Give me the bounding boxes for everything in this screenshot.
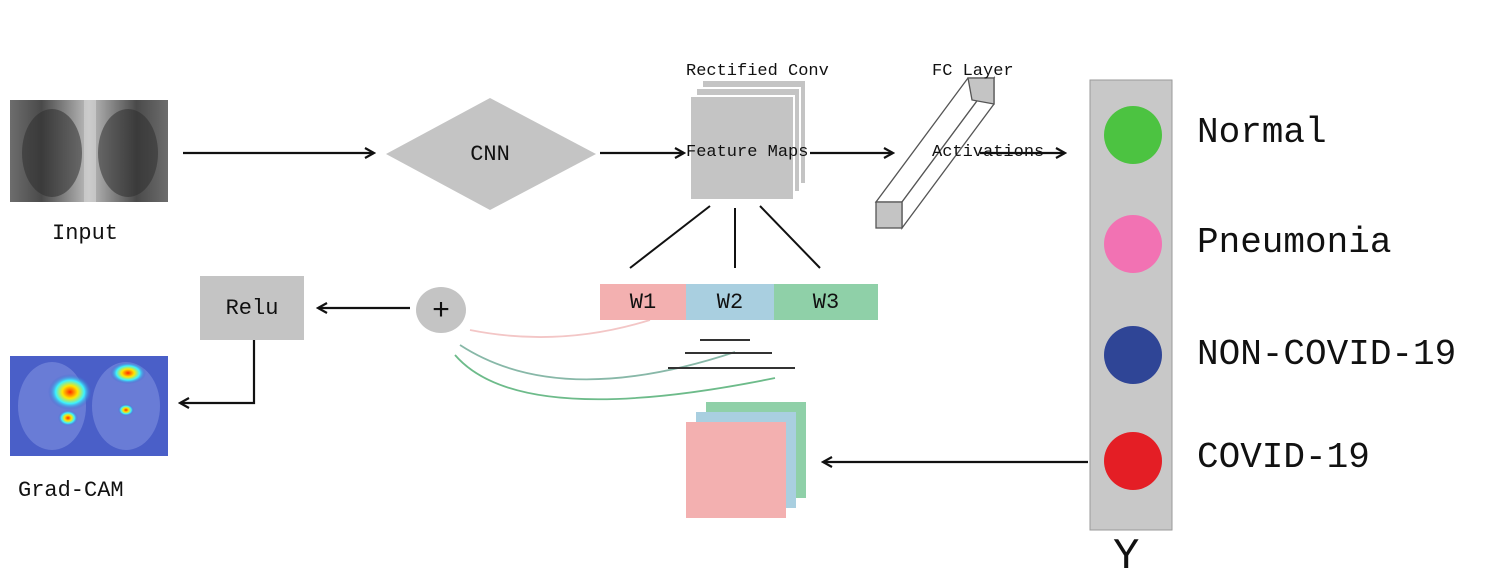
output-y-symbol: Y bbox=[1113, 532, 1140, 582]
weight-w1: W1 bbox=[600, 284, 686, 320]
feature-maps-title-line1: Rectified Conv bbox=[686, 62, 829, 81]
fc-layer-prism bbox=[874, 76, 996, 230]
weighted-sum-curves bbox=[454, 319, 776, 401]
feature-maps-stack bbox=[689, 79, 807, 201]
feature-to-weight-connectors bbox=[629, 205, 821, 269]
fc-layer-title-line1: FC Layer bbox=[932, 62, 1014, 81]
cnn-label: CNN bbox=[470, 141, 510, 167]
class-dot-non-covid-19 bbox=[1104, 326, 1162, 384]
gradcam-heatmap-image bbox=[10, 356, 168, 456]
relu-box: Relu bbox=[200, 276, 304, 340]
feature-maps-title: Rectified Conv Feature Maps bbox=[686, 4, 829, 193]
class-activation-maps-stack bbox=[686, 402, 806, 518]
class-dot-covid-19 bbox=[1104, 432, 1162, 490]
class-label-covid-19: COVID-19 bbox=[1197, 437, 1370, 478]
class-dot-normal bbox=[1104, 106, 1162, 164]
weight-w2: W2 bbox=[686, 284, 774, 320]
input-label: Input bbox=[52, 221, 119, 246]
input-xray-image bbox=[10, 100, 168, 202]
weighted-sum-bars bbox=[668, 339, 795, 369]
sum-node: + bbox=[416, 287, 466, 333]
fc-layer-title: FC Layer Activations bbox=[932, 4, 1044, 193]
class-dot-pneumonia bbox=[1104, 215, 1162, 273]
class-label-pneumonia: Pneumonia bbox=[1197, 222, 1392, 263]
weight-w3: W3 bbox=[774, 284, 878, 320]
gradcam-label: Grad-CAM bbox=[18, 478, 124, 503]
weights-bar: W1 W2 W3 bbox=[600, 284, 878, 320]
class-label-non-covid-19: NON-COVID-19 bbox=[1197, 334, 1457, 375]
cnn-diamond bbox=[386, 98, 596, 210]
class-label-normal: Normal bbox=[1197, 112, 1327, 153]
arrow-relu-to-gradcam bbox=[180, 340, 256, 403]
fc-layer-title-line2: Activations bbox=[932, 143, 1045, 162]
feature-maps-title-line2: Feature Maps bbox=[686, 143, 809, 162]
